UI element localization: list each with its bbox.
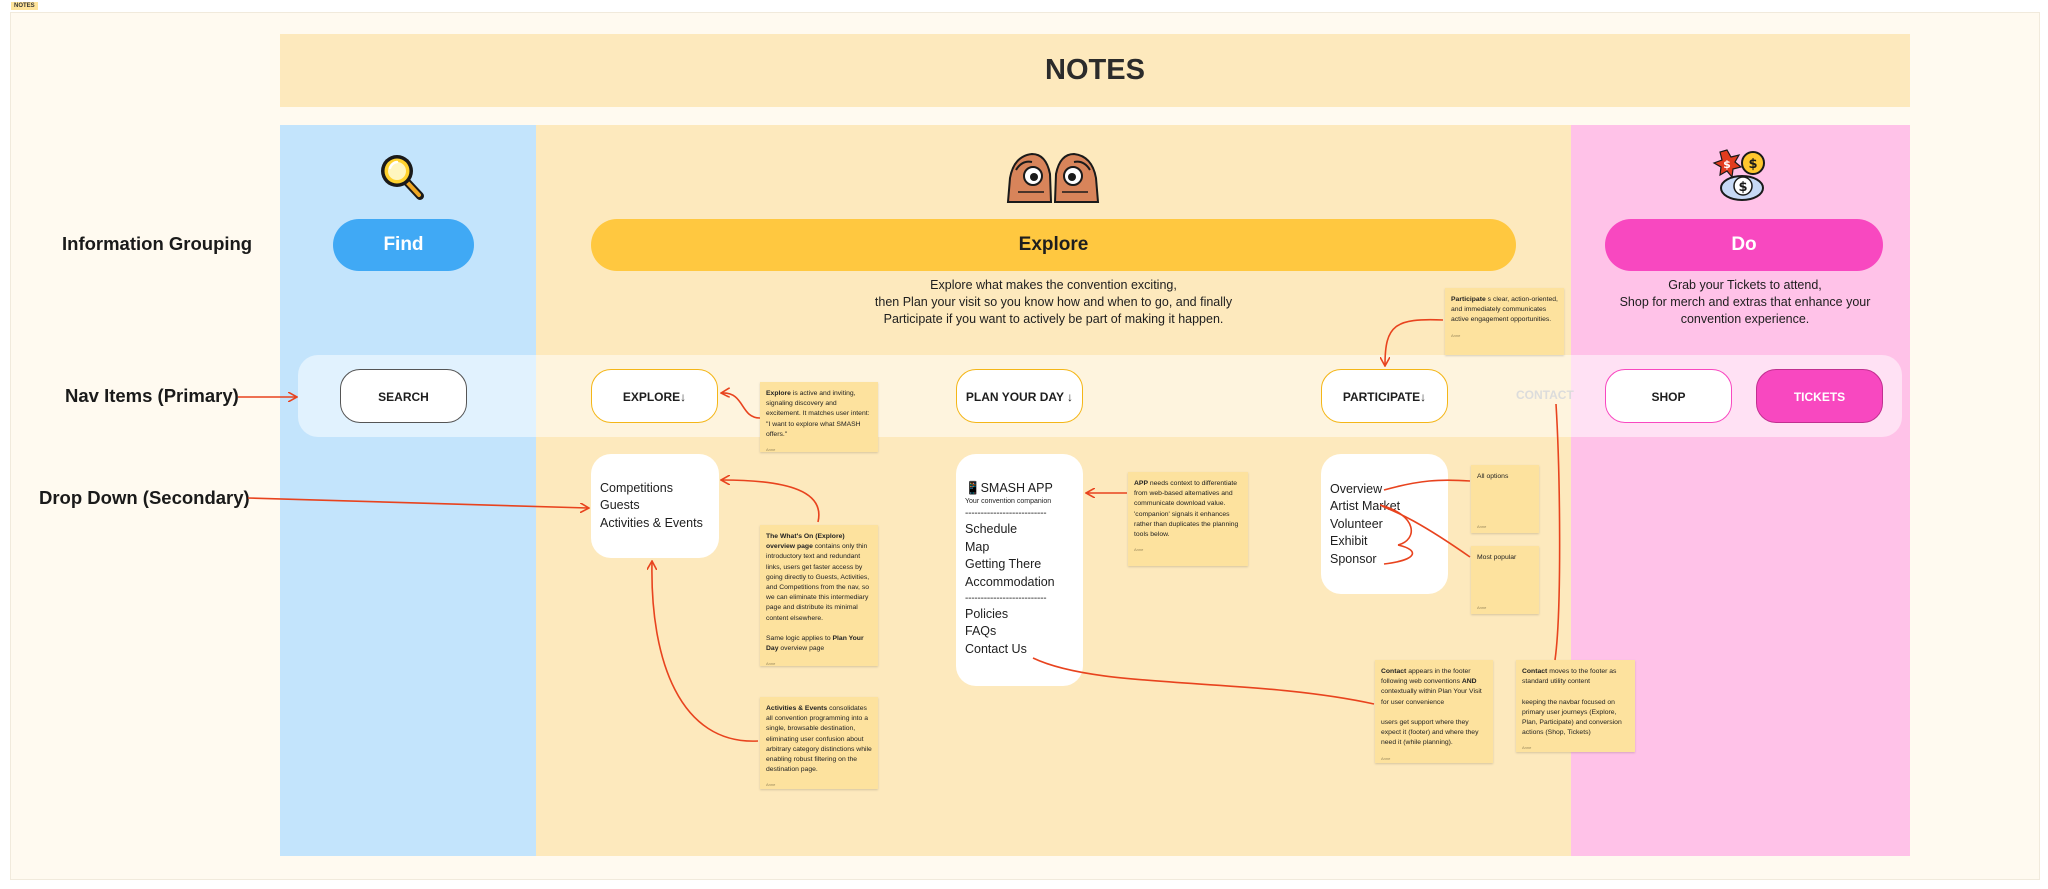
arrow-whats-on-note bbox=[722, 480, 820, 523]
nav-search[interactable]: SEARCH bbox=[340, 369, 467, 423]
magnifying-glass-icon bbox=[376, 151, 426, 201]
sticky-note-all-options: All options Anne bbox=[1471, 465, 1539, 533]
arrow-participate-note bbox=[1385, 318, 1444, 365]
dropdown-item[interactable]: Guests bbox=[600, 498, 640, 513]
plan-dropdown: 📱SMASH APP Your convention companion ---… bbox=[956, 454, 1083, 686]
dropdown-item[interactable]: Accommodation bbox=[965, 574, 1055, 589]
dropdown-item[interactable]: Overview bbox=[1330, 482, 1383, 496]
frame-label: NOTES bbox=[11, 2, 38, 10]
do-description: Grab your Tickets to attend, Shop for me… bbox=[1619, 278, 1871, 326]
dropdown-item[interactable]: Map bbox=[965, 539, 990, 554]
page-title: NOTES bbox=[1045, 54, 1145, 86]
dropdown-item[interactable]: FAQs bbox=[965, 624, 997, 639]
nav-explore[interactable]: EXPLORE↓ bbox=[591, 369, 718, 423]
explore-description: Explore what makes the convention exciti… bbox=[874, 278, 1233, 326]
binocular-hands-icon bbox=[1004, 148, 1102, 204]
row-label-info-grouping: Information Grouping bbox=[62, 233, 253, 254]
dropdown-item[interactable]: Volunteer bbox=[1330, 516, 1383, 531]
row-label-nav-primary: Nav Items (Primary) bbox=[65, 385, 239, 406]
arrow-activities-note bbox=[652, 562, 759, 742]
arrow-most-popular bbox=[1381, 505, 1471, 558]
nav-plan-your-day[interactable]: PLAN YOUR DAY ↓ bbox=[956, 369, 1083, 423]
dropdown-item[interactable]: Schedule bbox=[965, 522, 1018, 537]
dropdown-divider: -------------------------- bbox=[965, 508, 1047, 520]
dropdown-divider: -------------------------- bbox=[965, 593, 1047, 605]
participate-dropdown: Overview Artist Market Volunteer Exhibit… bbox=[1321, 454, 1448, 594]
dropdown-item[interactable]: Sponsor bbox=[1330, 551, 1377, 566]
sticky-note-contact-moves: Contact moves to the footer as standard … bbox=[1516, 660, 1635, 752]
sticky-note-whats-on: The What's On (Explore) overview page co… bbox=[760, 525, 878, 666]
svg-text:$: $ bbox=[1748, 157, 1757, 172]
brace-all-options bbox=[1379, 504, 1413, 546]
money-bag-icon: $ $ $ bbox=[1712, 146, 1770, 202]
arrow-explore-note bbox=[722, 393, 761, 419]
smash-app-subtitle: Your convention companion bbox=[965, 498, 1052, 506]
svg-text:$: $ bbox=[1738, 180, 1747, 195]
row-label-dropdown-secondary: Drop Down (Secondary) bbox=[39, 487, 250, 508]
dropdown-item[interactable]: Artist Market bbox=[1330, 499, 1401, 514]
dropdown-item[interactable]: Exhibit bbox=[1330, 534, 1368, 549]
nav-participate[interactable]: PARTICIPATE↓ bbox=[1321, 369, 1448, 423]
arrow-contact-us bbox=[1032, 657, 1375, 705]
brace-most-popular bbox=[1383, 544, 1414, 565]
arrow-all-options bbox=[1383, 479, 1471, 491]
sticky-note-explore: Explore is active and inviting, signalin… bbox=[760, 382, 878, 452]
find-group-pill: Find bbox=[333, 219, 474, 271]
sticky-note-activities: Activities & Events consolidates all con… bbox=[760, 697, 878, 789]
dropdown-item[interactable]: Competitions bbox=[600, 481, 673, 495]
sticky-note-contact-footer: Contact appears in the footer following … bbox=[1375, 660, 1493, 763]
dropdown-item[interactable]: Policies bbox=[965, 607, 1009, 622]
nav-tickets[interactable]: TICKETS bbox=[1756, 369, 1883, 423]
nav-shop[interactable]: SHOP bbox=[1605, 369, 1732, 423]
arrow-dropdown-secondary bbox=[247, 497, 588, 508]
header-banner bbox=[280, 34, 1910, 107]
dropdown-item[interactable]: Getting There bbox=[965, 557, 1042, 572]
explore-dropdown: Competitions Guests Activities & Events bbox=[591, 454, 719, 558]
svg-text:$: $ bbox=[1723, 158, 1731, 171]
dropdown-item[interactable]: Activities & Events bbox=[600, 515, 703, 530]
arrow-contact-moves bbox=[1554, 403, 1561, 661]
dropdown-item[interactable]: Contact Us bbox=[965, 641, 1027, 656]
nav-contact-removed: CONTACT bbox=[1516, 388, 1574, 402]
sticky-note-most-popular: Most popular Anne bbox=[1471, 546, 1539, 614]
explore-group-pill: Explore bbox=[591, 219, 1516, 271]
smash-app-title[interactable]: 📱SMASH APP bbox=[965, 481, 1053, 495]
sticky-note-participate: Participate s clear, action-oriented, an… bbox=[1445, 288, 1564, 355]
do-group-pill: Do bbox=[1605, 219, 1883, 271]
sticky-note-app: APP needs context to differentiate from … bbox=[1128, 472, 1248, 566]
